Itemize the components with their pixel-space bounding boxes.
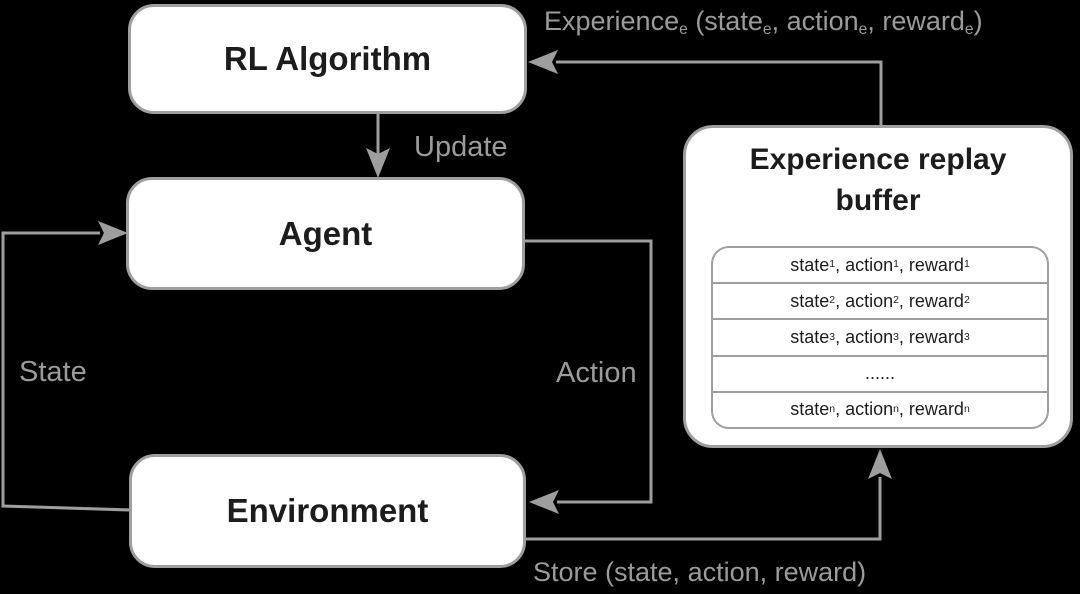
edge-store-label: Store (state, action, reward) — [533, 557, 867, 587]
edge-store-arrowhead — [868, 449, 892, 479]
node-rl-algorithm-label: RL Algorithm — [223, 40, 432, 77]
edge-state-label: State — [19, 356, 87, 388]
node-agent: Agent — [126, 177, 525, 290]
edge-action-arrowhead — [529, 490, 559, 514]
edge-experience-label: Experiencee (statee, actione, rewarde) — [544, 6, 983, 38]
edge-state-line — [1, 231, 131, 512]
edge-experience-arrowhead — [528, 50, 558, 74]
edge-action-label: Action — [556, 357, 637, 389]
node-environment: Environment — [129, 454, 526, 568]
buffer-row: ...... — [713, 357, 1047, 393]
node-agent-label: Agent — [278, 214, 373, 252]
edge-state-arrowhead — [98, 221, 128, 245]
edge-experience-line — [556, 60, 883, 126]
buffer-title: Experience replay buffer — [749, 143, 1007, 217]
edge-update-label: Update — [414, 131, 508, 163]
edge-update-arrowhead — [366, 148, 390, 178]
edge-store-line — [525, 477, 882, 541]
node-environment-label: Environment — [226, 492, 429, 529]
edge-action-line — [525, 239, 653, 504]
node-rl-algorithm: RL Algorithm — [128, 4, 527, 114]
